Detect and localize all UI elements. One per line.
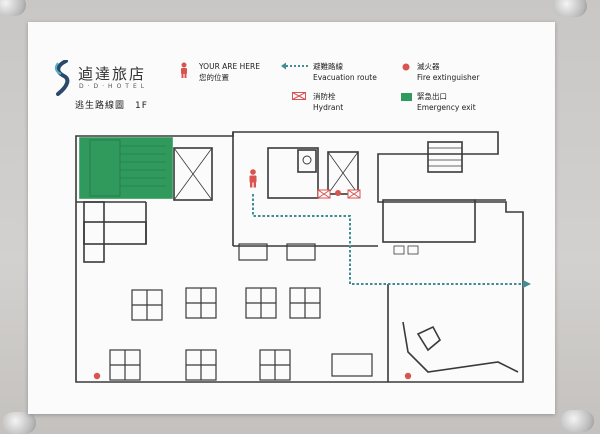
floor-label: 逃生路線圖 1F bbox=[75, 101, 148, 111]
wall-mount-bottom-left bbox=[2, 412, 36, 434]
floor-plan bbox=[75, 131, 531, 383]
legend-extinguisher: 滅火器 Fire extinguisher bbox=[417, 61, 479, 83]
legend-hydrant-en: Hydrant bbox=[313, 103, 344, 112]
legend-hydrant-zh: 消防栓 bbox=[313, 92, 336, 101]
hydrant-icon bbox=[292, 92, 306, 100]
arrow-icon bbox=[281, 62, 310, 70]
legend-you-are-here-zh: 您的位置 bbox=[199, 73, 229, 82]
logo-icon bbox=[54, 60, 70, 96]
legend-emergency-exit: 緊急出口 Emergency exit bbox=[417, 91, 476, 113]
legend-you-are-here-en: YOUR ARE HERE bbox=[199, 62, 260, 71]
legend-evac-zh: 避難路線 bbox=[313, 62, 343, 71]
legend-evac-en: Evacuation route bbox=[313, 73, 377, 82]
legend-extinguisher-zh: 滅火器 bbox=[417, 62, 440, 71]
legend-you-are-here: YOUR ARE HERE 您的位置 bbox=[199, 61, 260, 83]
legend-evacuation-route: 避難路線 Evacuation route bbox=[313, 61, 377, 83]
legend-exit-zh: 緊急出口 bbox=[417, 92, 447, 101]
wall-mount-top-right bbox=[553, 0, 587, 17]
evacuation-map-sheet: 逌達旅店 D·D·HOTEL 逃生路線圖 1F YOUR ARE HERE 您的… bbox=[28, 22, 555, 414]
legend-extinguisher-en: Fire extinguisher bbox=[417, 73, 480, 82]
extinguisher-marker bbox=[93, 190, 412, 380]
you-are-here-marker bbox=[249, 169, 257, 188]
legend-hydrant: 消防栓 Hydrant bbox=[313, 91, 343, 113]
legend-exit-en: Emergency exit bbox=[417, 103, 476, 112]
person-icon bbox=[181, 62, 187, 78]
extinguisher-icon bbox=[402, 63, 410, 71]
exit-icon bbox=[401, 93, 412, 101]
hotel-subtitle: D·D·HOTEL bbox=[79, 83, 149, 90]
hotel-name: 逌達旅店 bbox=[78, 65, 147, 83]
hydrant-marker bbox=[317, 189, 361, 199]
wall-mount-top-left bbox=[0, 0, 26, 16]
wall-mount-bottom-right bbox=[560, 410, 594, 432]
